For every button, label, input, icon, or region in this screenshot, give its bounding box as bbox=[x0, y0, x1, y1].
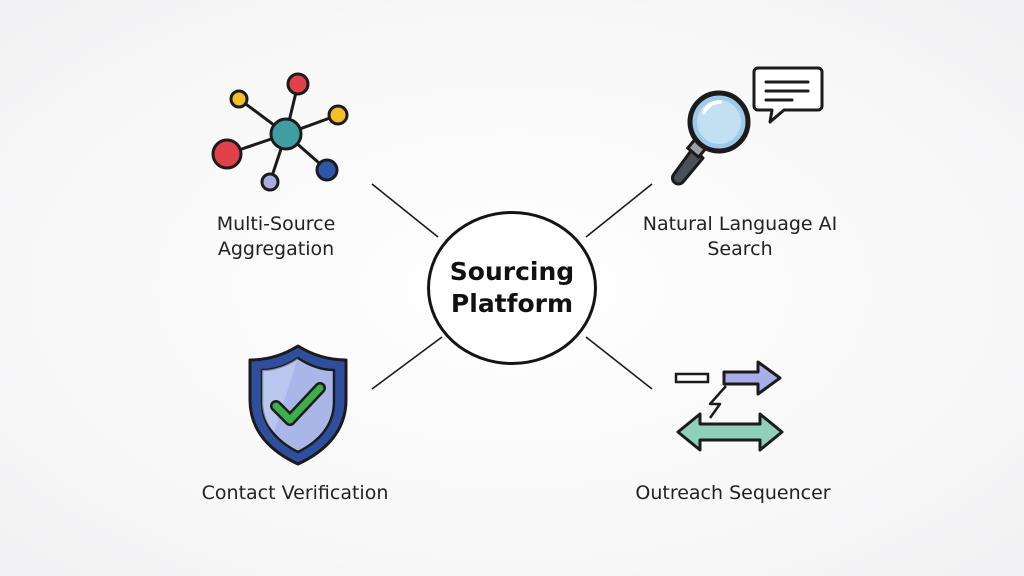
label-outreach-sequencer: Outreach Sequencer bbox=[635, 482, 831, 504]
label-contact-verification: Contact Verification bbox=[201, 482, 389, 504]
connector-top-left bbox=[371, 183, 439, 238]
hub-title: Sourcing Platform bbox=[449, 257, 575, 318]
exchange-arrows-icon bbox=[674, 360, 784, 452]
connector-bottom-right bbox=[585, 336, 653, 390]
shield-check-icon bbox=[248, 344, 348, 466]
network-nodes-icon bbox=[211, 72, 349, 192]
magnifier-chat-icon bbox=[671, 66, 824, 186]
label-natural-language-ai-search: Natural Language AI Search bbox=[642, 213, 838, 260]
hub-circle: Sourcing Platform bbox=[427, 211, 597, 365]
connector-top-right bbox=[585, 183, 653, 238]
connector-bottom-left bbox=[371, 336, 443, 390]
label-multi-source-aggregation: Multi-Source Aggregation bbox=[216, 213, 336, 260]
